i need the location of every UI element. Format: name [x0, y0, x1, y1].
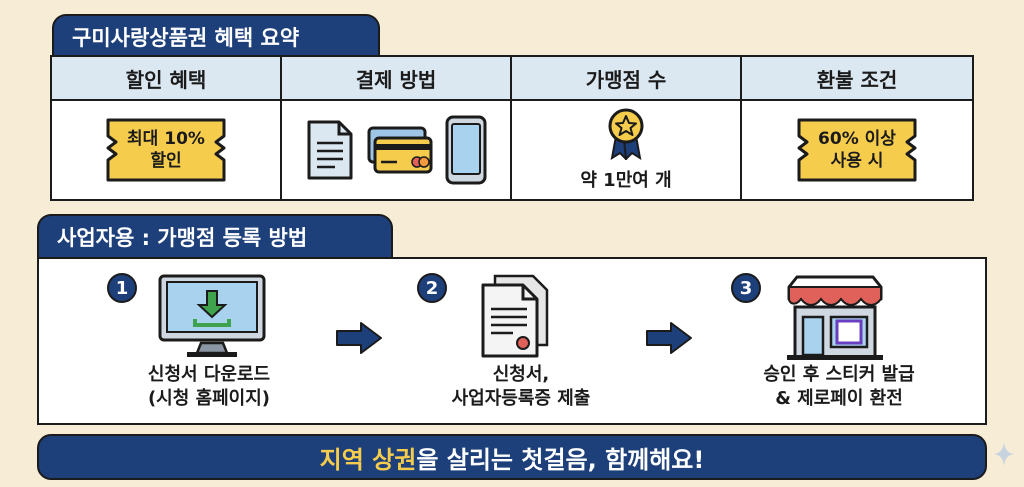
ticket-shape-icon — [797, 118, 917, 182]
header-payment: 결제 방법 — [282, 57, 512, 101]
documents-icon — [481, 274, 549, 358]
header-discount: 할인 혜택 — [52, 57, 282, 101]
credit-cards-icon — [367, 126, 433, 174]
refund-text: 60% 이상 사용 시 — [818, 129, 896, 171]
header-merchants: 가맹점 수 — [512, 57, 742, 101]
registration-steps: 1 신청서 다운로드 (시청 홈페이지) 2 — [37, 257, 987, 425]
sparkle-icon — [994, 442, 1014, 466]
monitor-download-icon — [158, 274, 266, 357]
merchant-count: 약 1만여 개 — [580, 170, 672, 191]
medal-icon — [608, 108, 644, 160]
slogan-highlight: 지역 상권 — [319, 445, 417, 474]
slogan-text: 을 살리는 첫걸음, 함께해요! — [416, 445, 705, 474]
discount-cell: 최대 10% 할인 — [52, 101, 282, 199]
payment-cell — [282, 101, 512, 199]
step-number: 2 — [417, 273, 447, 303]
step-1: 1 신청서 다운로드 (시청 홈페이지) — [89, 259, 329, 423]
step-number: 1 — [107, 273, 137, 303]
discount-text: 최대 10% 할인 — [127, 129, 205, 171]
storefront-icon — [787, 275, 883, 360]
arrow-right-icon — [646, 322, 692, 354]
step-3: 3 승인 후 스티커 발급 & 제로페이 환전 — [719, 259, 959, 423]
discount-ticket: 최대 10% 할인 — [102, 116, 230, 184]
header-refund: 환불 조건 — [742, 57, 972, 101]
step-label: 승인 후 스티커 발급 & 제로페이 환전 — [763, 364, 915, 409]
step-label: 신청서 다운로드 (시청 홈페이지) — [147, 364, 271, 409]
merchants-cell: 약 1만여 개 — [512, 101, 742, 199]
refund-cell: 60% 이상 사용 시 — [742, 101, 972, 199]
benefit-summary-table: 할인 혜택 결제 방법 가맹점 수 환불 조건 최대 10% 할인 — [50, 55, 974, 201]
smartphone-icon — [445, 115, 487, 185]
arrow-right-icon — [336, 322, 382, 354]
step-2: 2 신청서, 사업자등록증 제출 — [401, 259, 641, 423]
document-icon — [307, 120, 353, 180]
step-label: 신청서, 사업자등록증 제출 — [451, 364, 591, 409]
summary-section-title: 구미사랑상품권 혜택 요약 — [52, 14, 380, 58]
ticket-shape-icon — [106, 118, 226, 182]
registration-section-title: 사업자용 : 가맹점 등록 방법 — [37, 214, 393, 258]
step-number: 3 — [731, 273, 761, 303]
refund-ticket: 60% 이상 사용 시 — [793, 116, 921, 184]
